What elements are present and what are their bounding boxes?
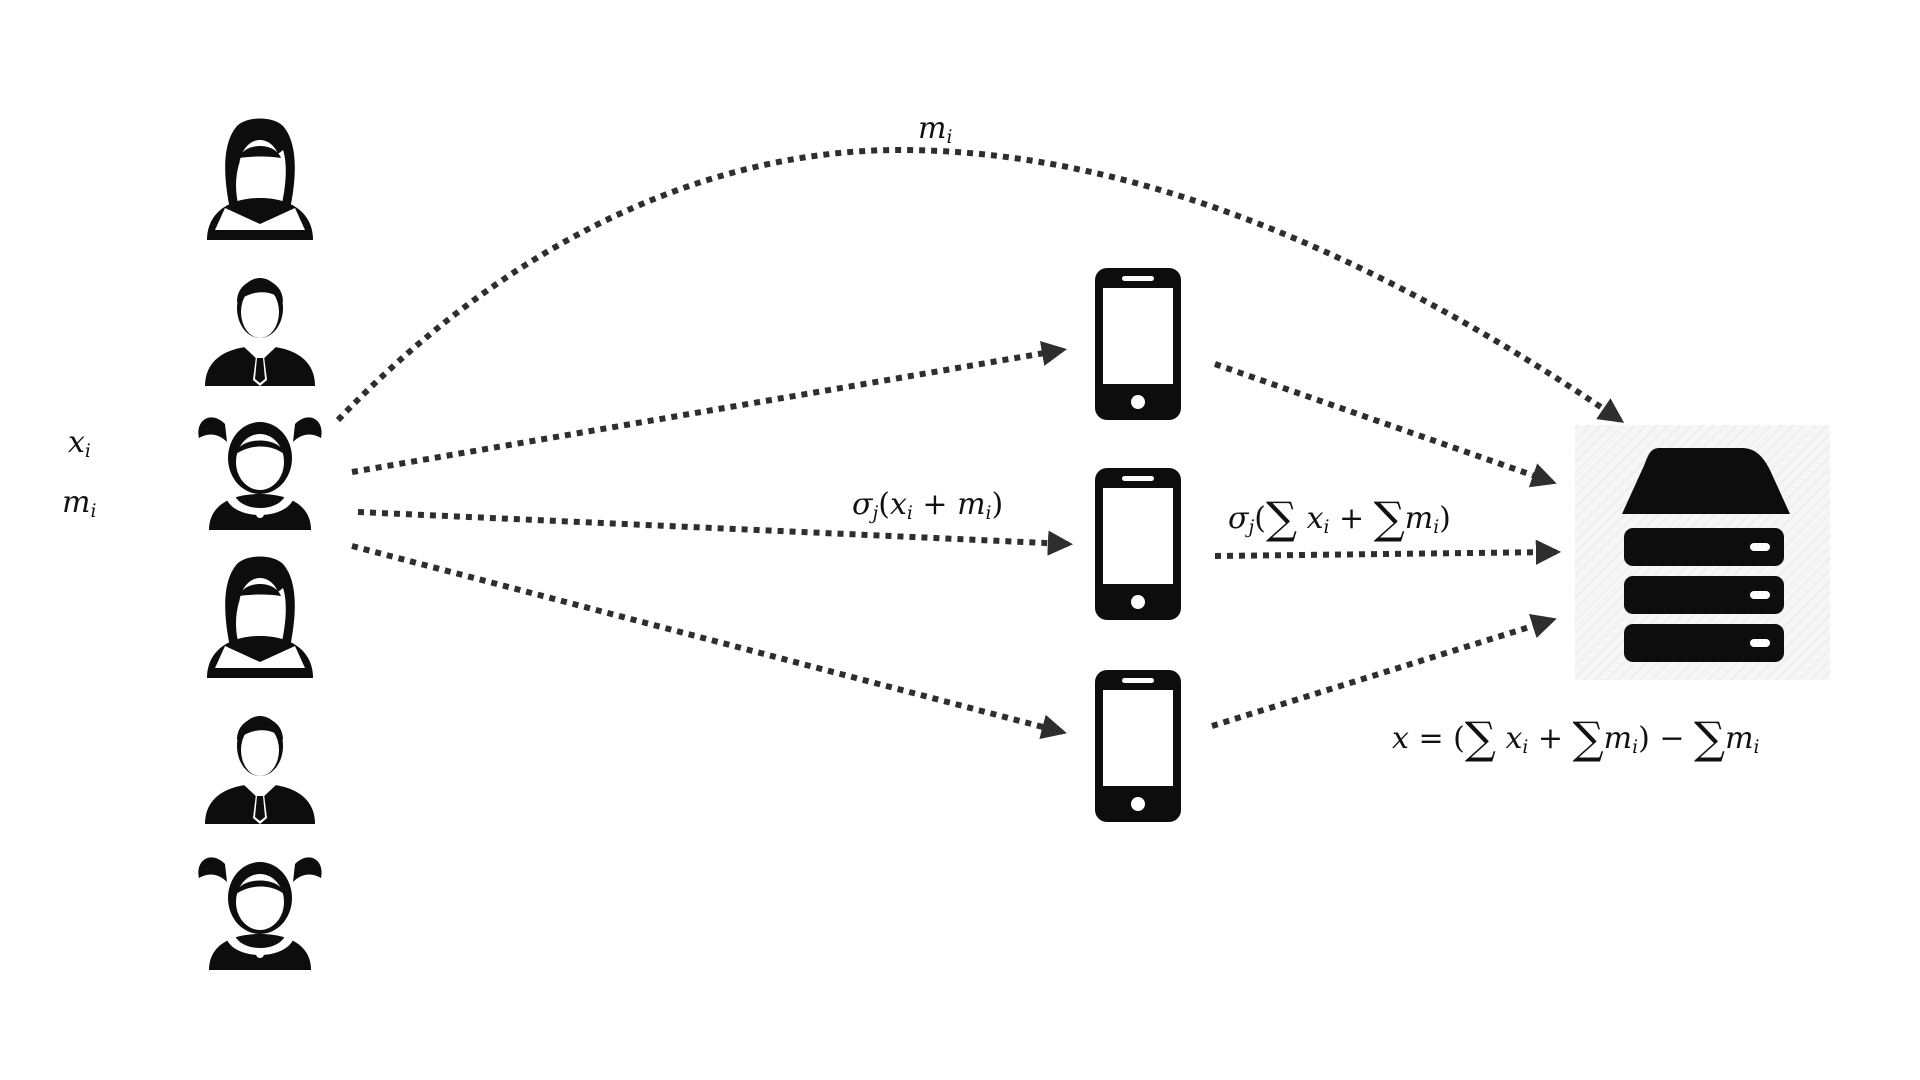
left-m-sub: i (90, 501, 97, 523)
left-x-var: x (68, 425, 85, 460)
agg-x-sub: i (1323, 516, 1330, 538)
man-icon (205, 716, 315, 824)
res-open-paren: ( (1453, 720, 1465, 756)
woman-icon (207, 556, 313, 678)
res-m-1: m (1603, 720, 1633, 756)
mid-close-paren: ) (991, 487, 1004, 522)
agg-open-paren: ( (1254, 500, 1266, 536)
arrow-phone-2-to-server (1214, 539, 1562, 565)
res-m-2-sub: i (1753, 736, 1760, 758)
top-m-var: m (918, 111, 947, 146)
res-m-1-sub: i (1632, 736, 1639, 758)
res-x-i-sub: i (1522, 736, 1529, 758)
res-sum-1: ∑ (1464, 714, 1496, 764)
mid-m: m (957, 487, 986, 522)
res-equals: = (1418, 720, 1444, 756)
smartphone-icon (1095, 468, 1181, 620)
arrow-phone-1-to-server (1214, 361, 1557, 488)
res-plus: + (1537, 720, 1564, 756)
arrow-user-to-phone-1 (351, 340, 1067, 475)
arrow-user-to-server (335, 146, 1625, 423)
agg-close-paren: ) (1439, 500, 1451, 536)
label-result: x = (∑ xi + ∑mi) − ∑mi (1392, 717, 1760, 762)
label-left-m: mi (62, 488, 96, 522)
smartphone-icon (1095, 670, 1181, 822)
mid-open-paren: ( (878, 487, 890, 522)
arrows (335, 146, 1625, 740)
agg-sum-1: ∑ (1265, 494, 1298, 544)
mid-m-sub: i (985, 503, 992, 525)
res-x: x (1392, 720, 1409, 756)
arrow-phone-3-to-server (1211, 613, 1557, 729)
res-close-paren: ) (1638, 720, 1650, 756)
agg-sum-2: ∑ (1373, 494, 1405, 544)
arrow-user-to-phone-2 (357, 509, 1074, 556)
label-masked-value: σj(xi + mi) (852, 490, 1003, 524)
phone-column (1095, 268, 1181, 822)
top-m-sub: i (946, 127, 953, 149)
left-m-var: m (62, 485, 91, 520)
agg-sigma-sub: j (1248, 516, 1255, 538)
label-aggregate: σj(∑ xi + ∑mi) (1228, 497, 1451, 542)
man-icon (205, 278, 315, 386)
agg-x: x (1306, 500, 1324, 536)
girl-icon (198, 417, 322, 530)
label-top-m: mi (918, 114, 952, 148)
res-m-2: m (1725, 720, 1754, 756)
smartphone-icon (1095, 268, 1181, 420)
mid-x-sub: i (906, 503, 913, 525)
res-minus: − (1659, 720, 1685, 756)
woman-icon (207, 118, 313, 240)
arrow-user-to-phone-3 (351, 543, 1067, 740)
agg-plus: + (1339, 500, 1365, 536)
res-x-i: x (1505, 720, 1523, 756)
res-sum-3: ∑ (1694, 714, 1726, 764)
mid-sigma: σ (852, 487, 873, 522)
mid-sigma-sub: j (872, 503, 879, 525)
res-sum-2: ∑ (1572, 714, 1604, 764)
mid-plus: + (922, 487, 948, 522)
label-left-x: xi (68, 428, 91, 462)
agg-m: m (1404, 500, 1434, 536)
mid-x: x (889, 487, 907, 522)
agg-sigma: σ (1228, 500, 1249, 536)
people-column (198, 118, 322, 970)
server-icon (1622, 448, 1790, 662)
left-x-sub: i (84, 441, 91, 463)
agg-m-sub: i (1433, 516, 1440, 538)
girl-icon (198, 857, 322, 970)
